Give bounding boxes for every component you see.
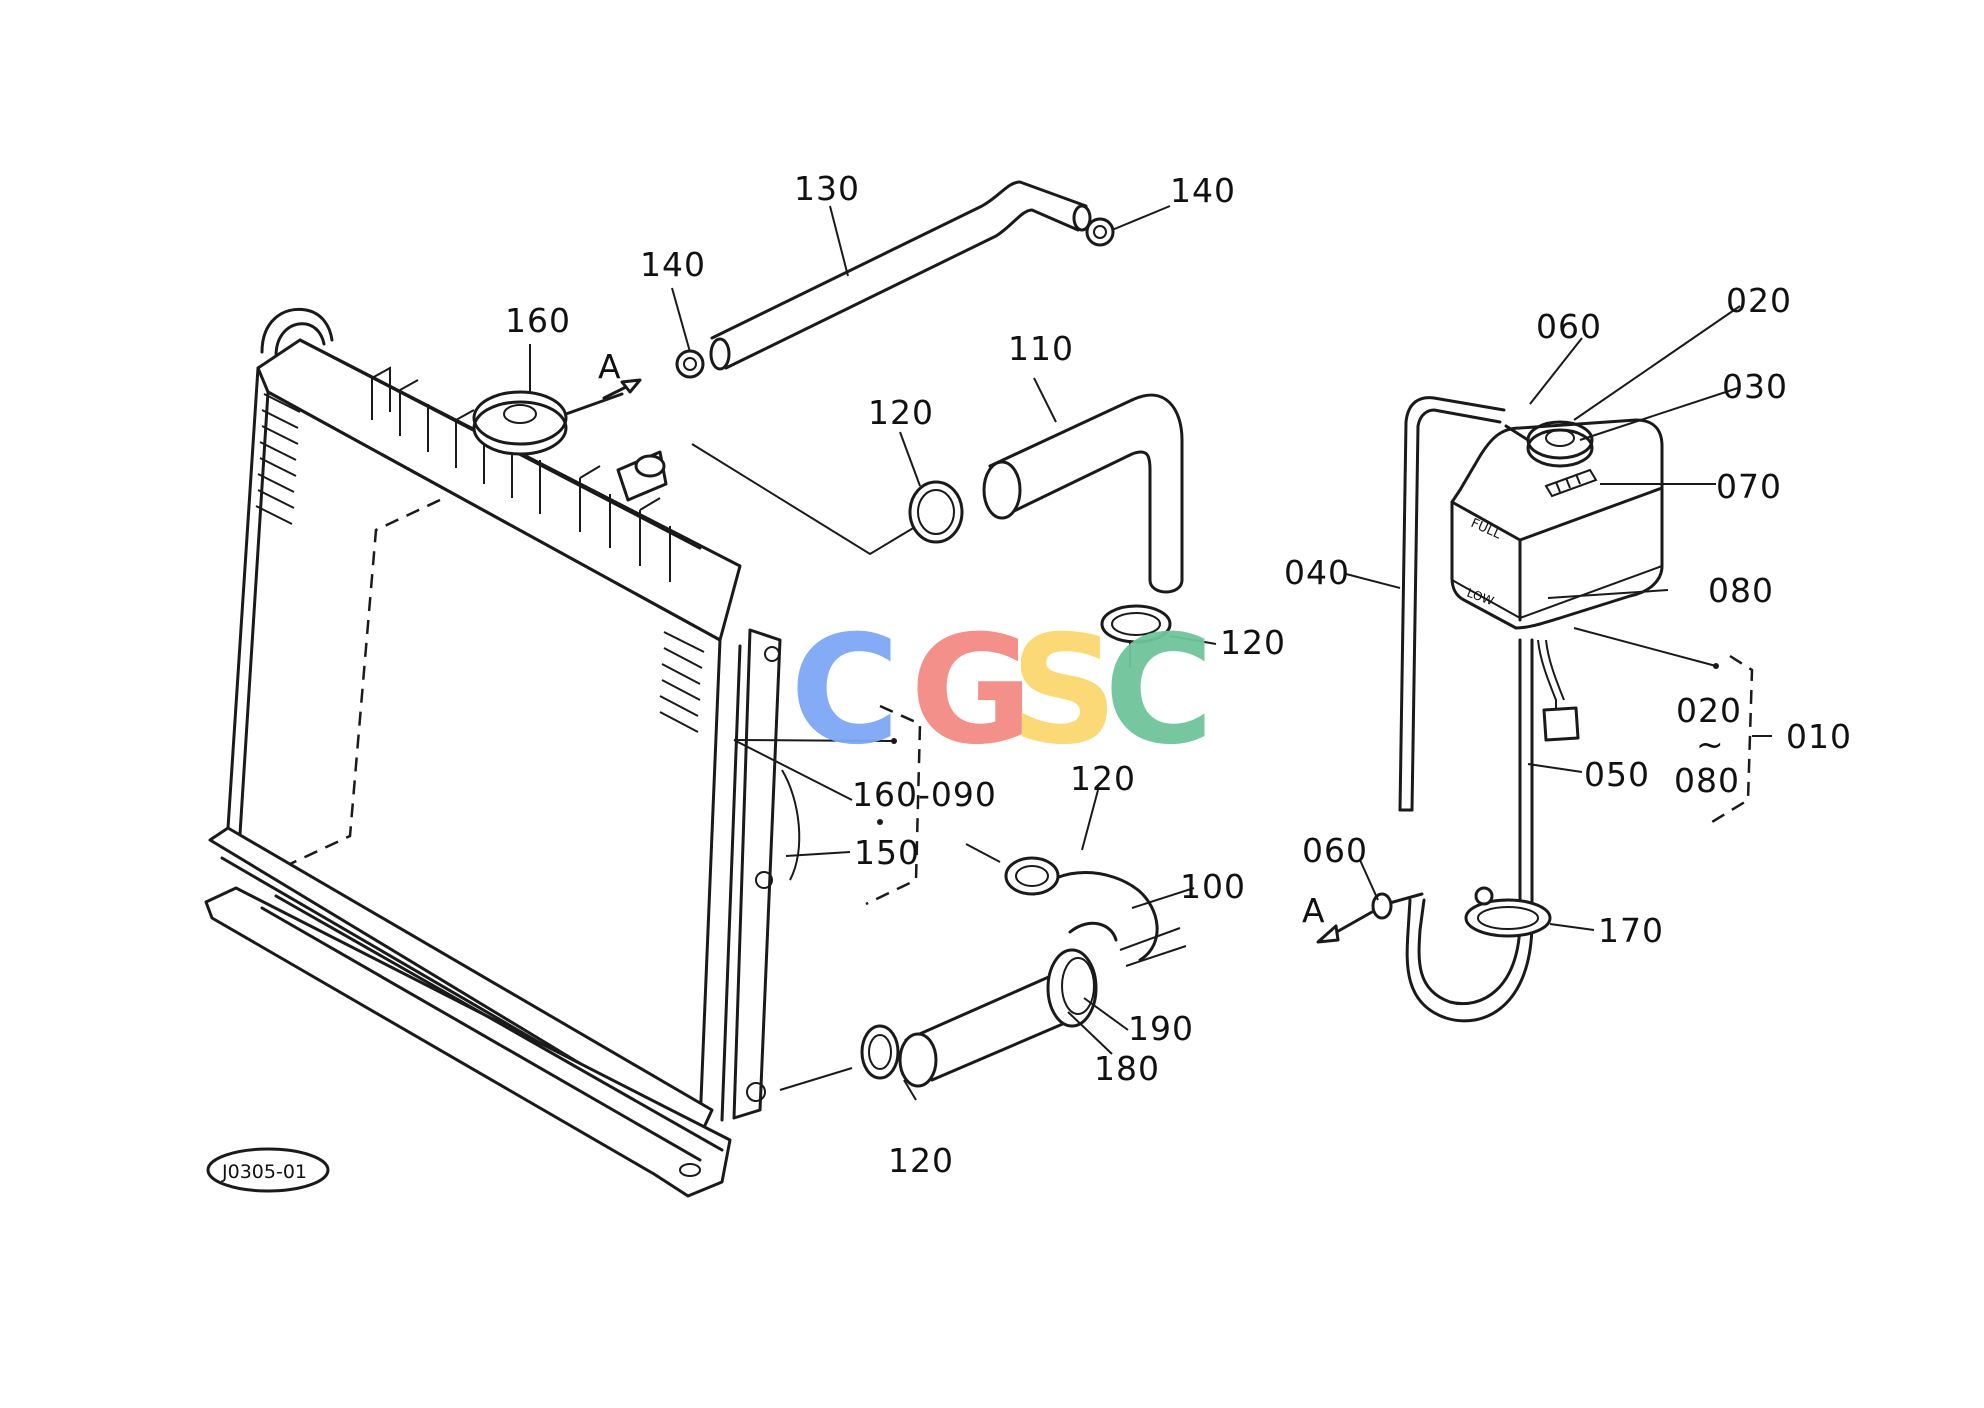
part-label-120: 120 bbox=[1070, 759, 1136, 798]
part-label-160-090: 160-090 bbox=[852, 775, 997, 814]
part-label-050: 050 bbox=[1584, 755, 1650, 794]
watermark-letter-s: S bbox=[1010, 604, 1118, 778]
drawing-id-badge: J0305-01 bbox=[206, 1147, 330, 1193]
part-label-080: 080 bbox=[1708, 571, 1774, 610]
part-label-120: 120 bbox=[868, 393, 934, 432]
dot-marker bbox=[1713, 663, 1719, 669]
part-labels: 130 140 140 160 A 110 120 120 120 120 16… bbox=[505, 169, 1852, 1180]
group-bracket-010 bbox=[1711, 654, 1754, 824]
part-label-140: 140 bbox=[640, 245, 706, 284]
arrow-label-a: A bbox=[1302, 891, 1326, 930]
part-label-170: 170 bbox=[1598, 911, 1664, 950]
radiator bbox=[204, 307, 922, 1198]
part-label-070: 070 bbox=[1716, 467, 1782, 506]
part-label-060: 060 bbox=[1536, 307, 1602, 346]
hose-110 bbox=[691, 393, 1184, 668]
reservoir-tank bbox=[1316, 396, 1664, 1023]
drawing-id: J0305-01 bbox=[221, 1161, 307, 1183]
part-label-060: 060 bbox=[1302, 831, 1368, 870]
arrow-label-a: A bbox=[598, 347, 622, 386]
part-label-150: 150 bbox=[854, 833, 920, 872]
watermark-letter-c1: C bbox=[790, 604, 900, 778]
part-label-020: 020 bbox=[1676, 691, 1742, 730]
part-label-080: 080 bbox=[1674, 761, 1740, 800]
part-label-120: 120 bbox=[888, 1141, 954, 1180]
arrow-a-left bbox=[602, 378, 642, 400]
part-label-110: 110 bbox=[1008, 329, 1074, 368]
part-label-180: 180 bbox=[1094, 1049, 1160, 1088]
part-label-010: 010 bbox=[1786, 717, 1852, 756]
part-label-190: 190 bbox=[1128, 1009, 1194, 1048]
hose-100 bbox=[779, 843, 1187, 1091]
part-label-160: 160 bbox=[505, 301, 571, 340]
leader-lines bbox=[529, 205, 1741, 1101]
dot-marker bbox=[877, 819, 883, 825]
watermark-letter-c2: C bbox=[1104, 604, 1214, 778]
part-label-100: 100 bbox=[1180, 867, 1246, 906]
part-label-120: 120 bbox=[1220, 623, 1286, 662]
part-label-140: 140 bbox=[1170, 171, 1236, 210]
hose-130 bbox=[675, 180, 1115, 379]
watermark-letter-g: G bbox=[910, 604, 1033, 778]
part-label-030: 030 bbox=[1722, 367, 1788, 406]
leader-line bbox=[733, 739, 895, 742]
range-separator: ~ bbox=[1696, 725, 1725, 764]
part-label-040: 040 bbox=[1284, 553, 1350, 592]
part-label-130: 130 bbox=[794, 169, 860, 208]
watermark: C G S C bbox=[790, 604, 1214, 778]
part-label-020: 020 bbox=[1726, 281, 1792, 320]
